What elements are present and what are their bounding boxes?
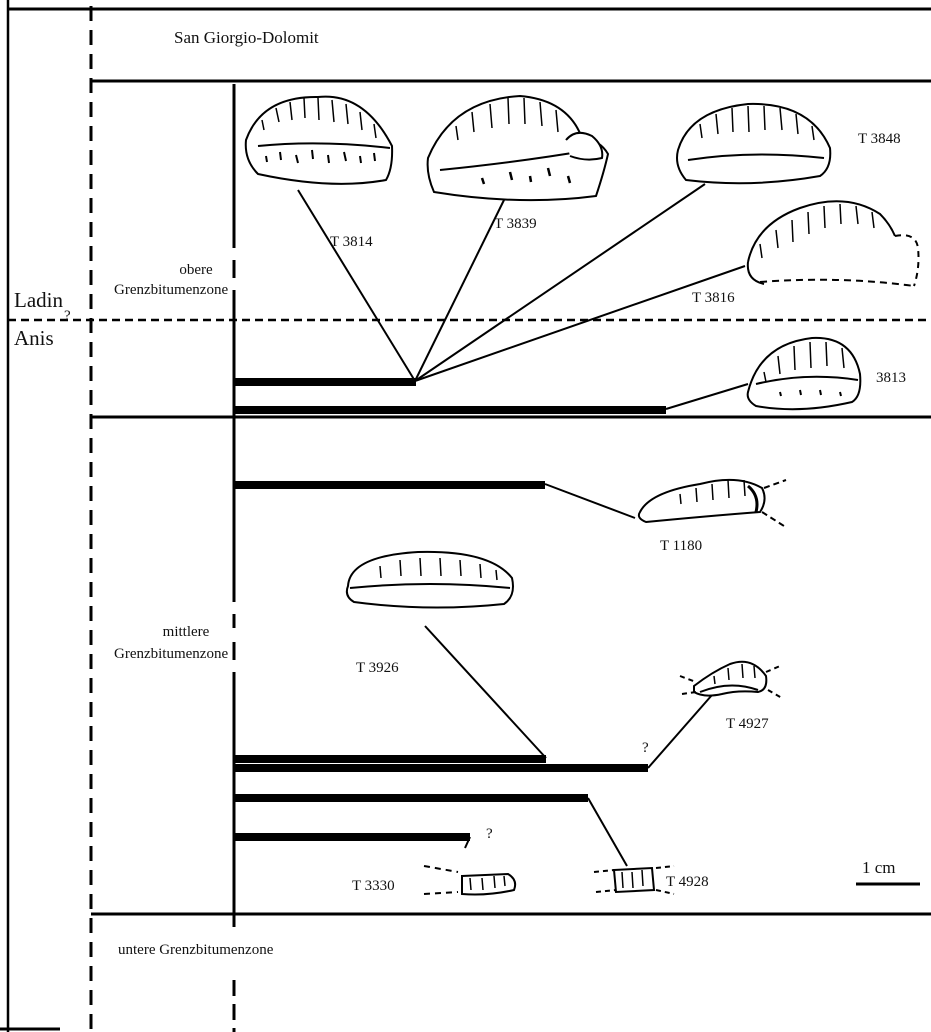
specimen-label-3813: 3813 [876, 370, 906, 386]
query-mark-3330: ? [486, 826, 493, 842]
specimen-drawing-3839 [426, 94, 610, 202]
specimen-drawing-3330 [423, 865, 517, 896]
specimen-label-1180: T 1180 [660, 538, 703, 554]
specimen-label-3816: T 3816 [692, 290, 735, 306]
specimen-label-4928: T 4928 [666, 874, 709, 890]
specimen-label-3848: T 3848 [858, 131, 901, 147]
specimen-drawing-3816 [746, 200, 920, 287]
specimen-label-4927: T 4927 [726, 716, 769, 732]
specimen-drawing-4927 [679, 660, 783, 699]
specimen-drawing-3814 [244, 95, 394, 185]
zone-label-mittlere-1: mittlere [162, 624, 210, 640]
query-mark-4927: ? [642, 740, 649, 756]
range-bars [234, 378, 666, 849]
stage-label-anis: Anis [14, 326, 54, 350]
specimen-label-3839: T 3839 [494, 216, 537, 232]
specimen-label-3926: T 3926 [356, 660, 399, 676]
range-bar-1180 [234, 481, 545, 489]
zone-boundaries [91, 79, 931, 916]
zone-label-obere-2: Grenzbitumenzone [114, 282, 229, 298]
specimen-drawing-3926 [345, 550, 514, 609]
specimen-label-3330: T 3330 [352, 878, 395, 894]
range-bar-3814-group [234, 378, 416, 386]
range-bar-3330 [234, 833, 470, 841]
specimen-label-3814: T 3814 [330, 234, 373, 250]
leader-lines [297, 183, 749, 867]
stage-label-ladin: Ladin [14, 288, 63, 312]
range-bar-3926 [234, 755, 546, 763]
specimen-drawing-3848 [676, 102, 832, 185]
zone-label-obere-1: obere [179, 262, 213, 278]
range-bar-4928 [234, 794, 588, 802]
stage-boundary-query: ? [64, 308, 71, 324]
scale-bar-label: 1 cm [862, 858, 896, 877]
formation-label: San Giorgio-Dolomit [174, 28, 319, 47]
range-bar-4927 [234, 764, 648, 772]
zone-label-untere: untere Grenzbitumenzone [118, 942, 274, 958]
specimen-drawing-3813 [746, 336, 862, 411]
range-bar-3813 [234, 406, 666, 414]
specimen-drawing-1180 [637, 478, 787, 527]
specimen-drawing-4928 [593, 865, 675, 895]
zone-label-mittlere-2: Grenzbitumenzone [114, 646, 229, 662]
